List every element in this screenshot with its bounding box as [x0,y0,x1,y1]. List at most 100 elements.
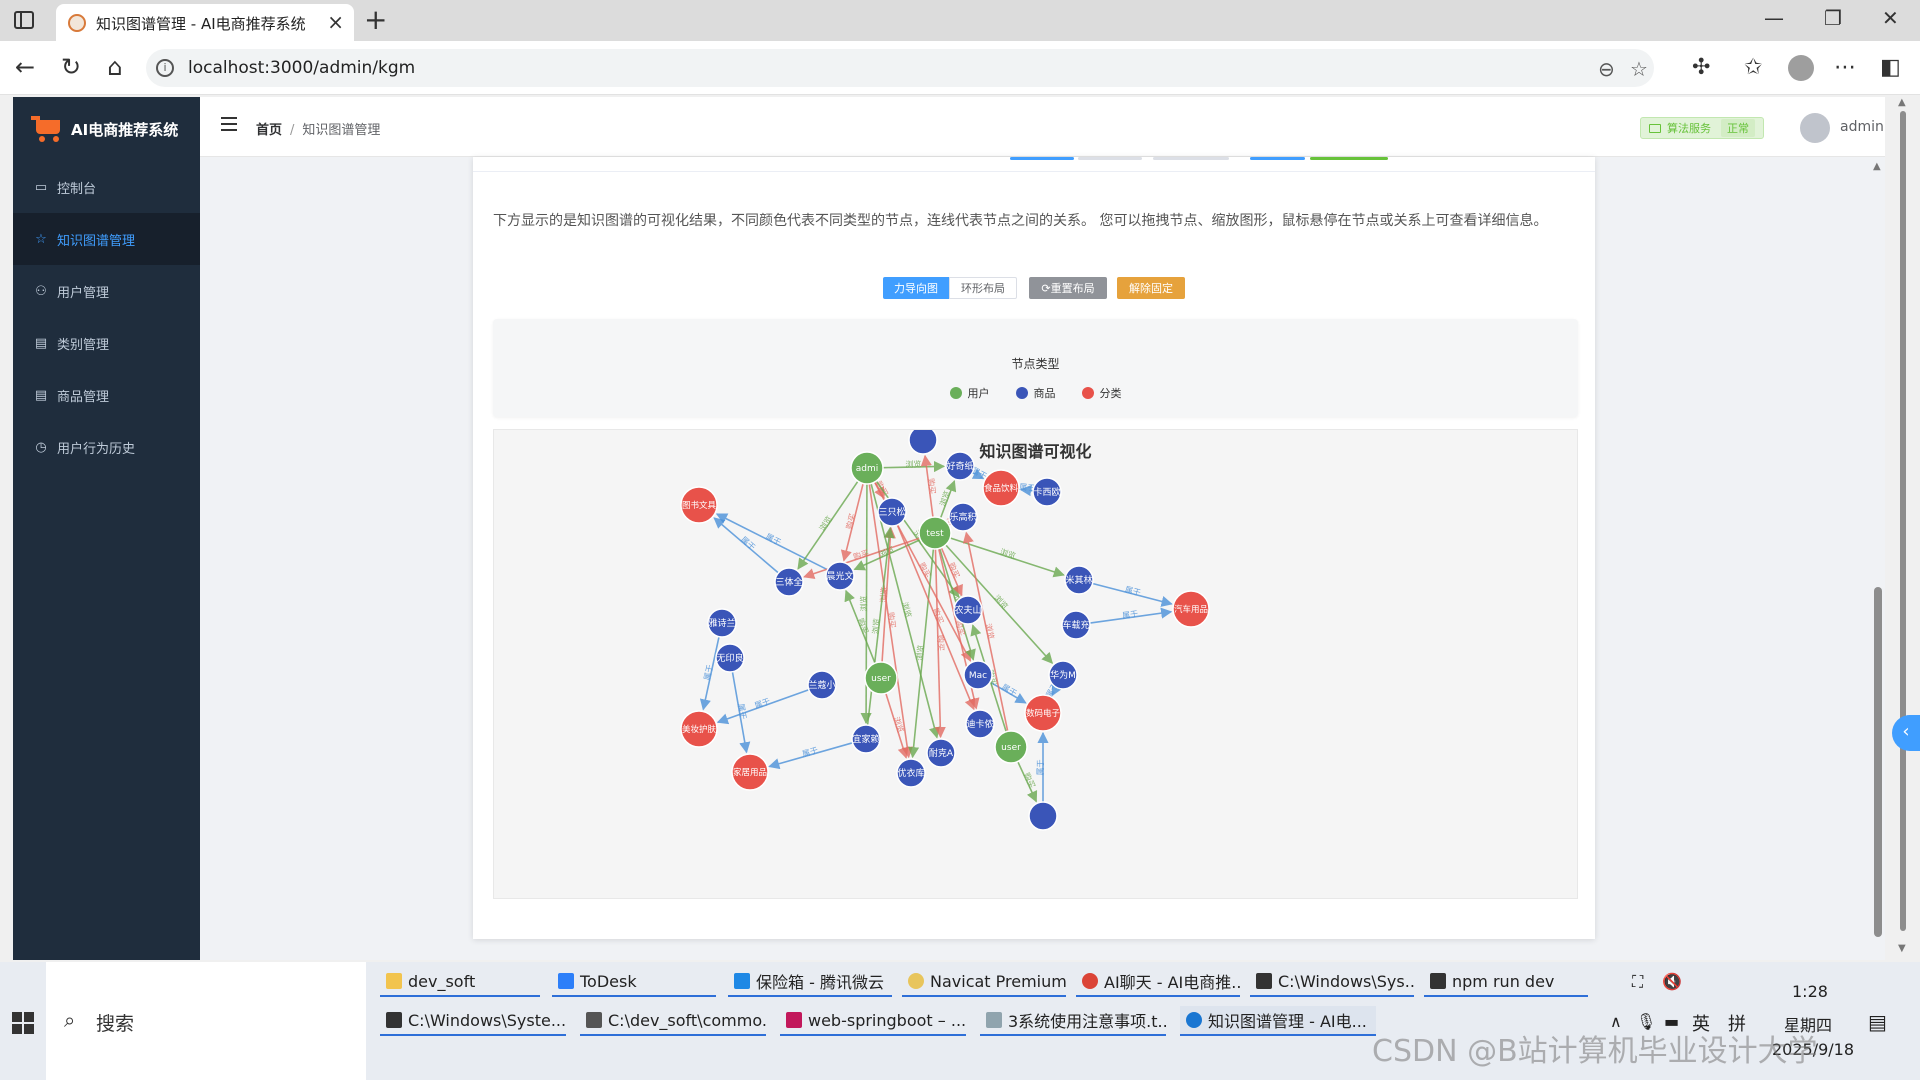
graph-edge[interactable] [881,526,896,663]
graph-node-circle[interactable] [1028,801,1058,831]
graph-edge[interactable] [1092,582,1173,607]
tab-close-icon[interactable]: × [327,10,344,34]
graph-node-circle[interactable] [918,516,952,550]
task-npm-run-dev[interactable]: npm run dev [1424,967,1588,997]
graph-node-category[interactable]: 图书文具 [680,486,718,524]
back-button[interactable]: ← [14,53,36,81]
graph-node-category[interactable]: 汽车用品 [1172,590,1210,628]
graph-edge[interactable] [989,681,1027,704]
graph-node-product[interactable]: 雅诗兰 [707,608,737,638]
graph-node-user[interactable]: admi [850,451,884,485]
graph-edge[interactable] [731,671,751,754]
graph-node-circle[interactable] [1172,590,1210,628]
graph-canvas[interactable]: 知识图谱可视化 属于属于属于属于属于属于属于属于属于属于属于属于属于浏览购买浏览… [493,429,1578,899]
tray-mute-icon[interactable]: 🔇 [1662,972,1682,991]
sidebar-item-users[interactable]: ⚇ 用户管理 [13,265,200,317]
graph-node-product[interactable]: 无印良 [715,643,745,673]
sidebar-item-behavior-history[interactable]: ◷ 用户行为历史 [13,421,200,473]
graph-node-user[interactable]: user [864,661,898,695]
task-kg-edge[interactable]: 知识图谱管理 - AI电... [1180,1006,1376,1036]
graph-node-product[interactable]: 卡西欧 [1032,477,1062,507]
graph-node-category[interactable]: 数码电子 [1024,694,1062,732]
graph-node-user[interactable]: test [918,516,952,550]
graph-edge[interactable] [1019,485,1034,497]
graph-edge[interactable] [866,526,895,726]
graph-node-circle[interactable] [825,561,855,591]
graph-node-product[interactable]: 三只松 [877,497,907,527]
url-bar[interactable]: i localhost:3000/admin/kgm ⊖ ☆ [146,49,1654,87]
task-cmd-1[interactable]: C:\Windows\Sys... [1250,967,1414,997]
graph-node-product[interactable]: 米其林 [1064,565,1094,595]
username[interactable]: admin [1840,119,1884,135]
graph-edge[interactable] [768,742,853,770]
graph-edge[interactable] [803,537,921,580]
breadcrumb-home[interactable]: 首页 [256,123,283,138]
tray-expand-icon[interactable]: ∧ [1610,1012,1622,1031]
graph-node-product[interactable]: Mac [963,660,993,690]
graph-node-circle[interactable] [982,469,1020,507]
graph-edge[interactable] [868,483,913,759]
avatar[interactable] [1800,113,1830,143]
restore-button[interactable]: ❐ [1824,6,1842,30]
reload-button[interactable]: ↻ [60,53,82,81]
graph-edge[interactable] [896,524,976,711]
graph-node-circle[interactable] [851,724,881,754]
graph-node-circle[interactable] [877,497,907,527]
minimize-button[interactable]: — [1764,6,1784,30]
graph-node-product[interactable]: 华为M [1048,660,1078,690]
graph-edge[interactable] [840,483,864,562]
knowledge-graph-svg[interactable]: 属于属于属于属于属于属于属于属于属于属于属于属于属于浏览购买浏览购买浏览购买浏览… [494,430,1578,899]
graph-edge[interactable] [713,517,779,574]
new-tab-button[interactable]: + [364,3,388,36]
more-menu-icon[interactable]: ⋯ [1834,55,1856,80]
graph-node-product[interactable]: 农夫山 [953,595,983,625]
graph-node-product[interactable]: 耐克A [926,738,956,768]
extensions-icon[interactable]: ✣ [1692,55,1711,80]
site-info-icon[interactable]: i [156,59,174,77]
graph-edge[interactable] [882,460,946,473]
notification-icon[interactable]: ▤ [1868,1010,1887,1034]
tray-network-icon[interactable]: ⛶ [1632,972,1644,991]
graph-node-product[interactable]: 宜家赖 [851,724,881,754]
graph-node-product[interactable]: 乐高积 [948,502,978,532]
sidebar-item-knowledge-graph[interactable]: ☆ 知识图谱管理 [13,213,200,265]
graph-edge[interactable] [908,548,935,759]
hamburger-icon[interactable] [221,117,237,131]
graph-node-circle[interactable] [1024,694,1062,732]
graph-node-circle[interactable] [994,730,1028,764]
graph-node-circle[interactable] [715,643,745,673]
force-layout-button[interactable]: 力导向图 [883,277,949,299]
home-button[interactable]: ⌂ [107,53,123,81]
tray-battery-icon[interactable]: ▬ [1664,1012,1680,1031]
graph-node-product[interactable]: 优衣库 [896,758,926,788]
graph-node-circle[interactable] [1064,565,1094,595]
graph-node-circle[interactable] [965,709,995,739]
windows-start-icon[interactable] [12,1012,34,1034]
graph-node-user[interactable]: user [994,730,1028,764]
graph-node-product[interactable]: 兰蔻小 [807,670,837,700]
zoom-icon[interactable]: ⊖ [1598,57,1615,81]
graph-edge[interactable] [934,548,946,739]
graph-node-circle[interactable] [963,660,993,690]
graph-edge[interactable] [699,636,720,711]
graph-node-product[interactable]: 好奇纸 [945,451,975,481]
graph-node-circle[interactable] [953,595,983,625]
sidebar-item-dashboard[interactable]: ▭ 控制台 [13,161,200,213]
circle-layout-button[interactable]: 环形布局 [949,277,1017,299]
collapse-panel-button[interactable]: ‹ [1892,715,1920,751]
graph-edge[interactable] [1017,761,1038,803]
content-scrollbar[interactable]: ▲ [1871,157,1885,960]
graph-node-product[interactable] [1028,801,1058,831]
url-text[interactable]: localhost:3000/admin/kgm [188,58,416,78]
graph-edge[interactable] [940,547,963,597]
graph-node-product[interactable]: 三体全 [774,567,804,597]
graph-edge[interactable] [1051,683,1062,697]
graph-node-circle[interactable] [807,670,837,700]
legend-item-user[interactable]: 用户 [949,385,990,401]
task-todesk[interactable]: ToDesk [552,967,716,997]
graph-node-circle[interactable] [1032,477,1062,507]
task-ai-chat[interactable]: AI聊天 - AI电商推... [1076,967,1240,997]
legend-item-category[interactable]: 分类 [1081,385,1122,401]
graph-node-category[interactable]: 食品饮料 [982,469,1020,507]
graph-edge[interactable] [870,483,940,739]
